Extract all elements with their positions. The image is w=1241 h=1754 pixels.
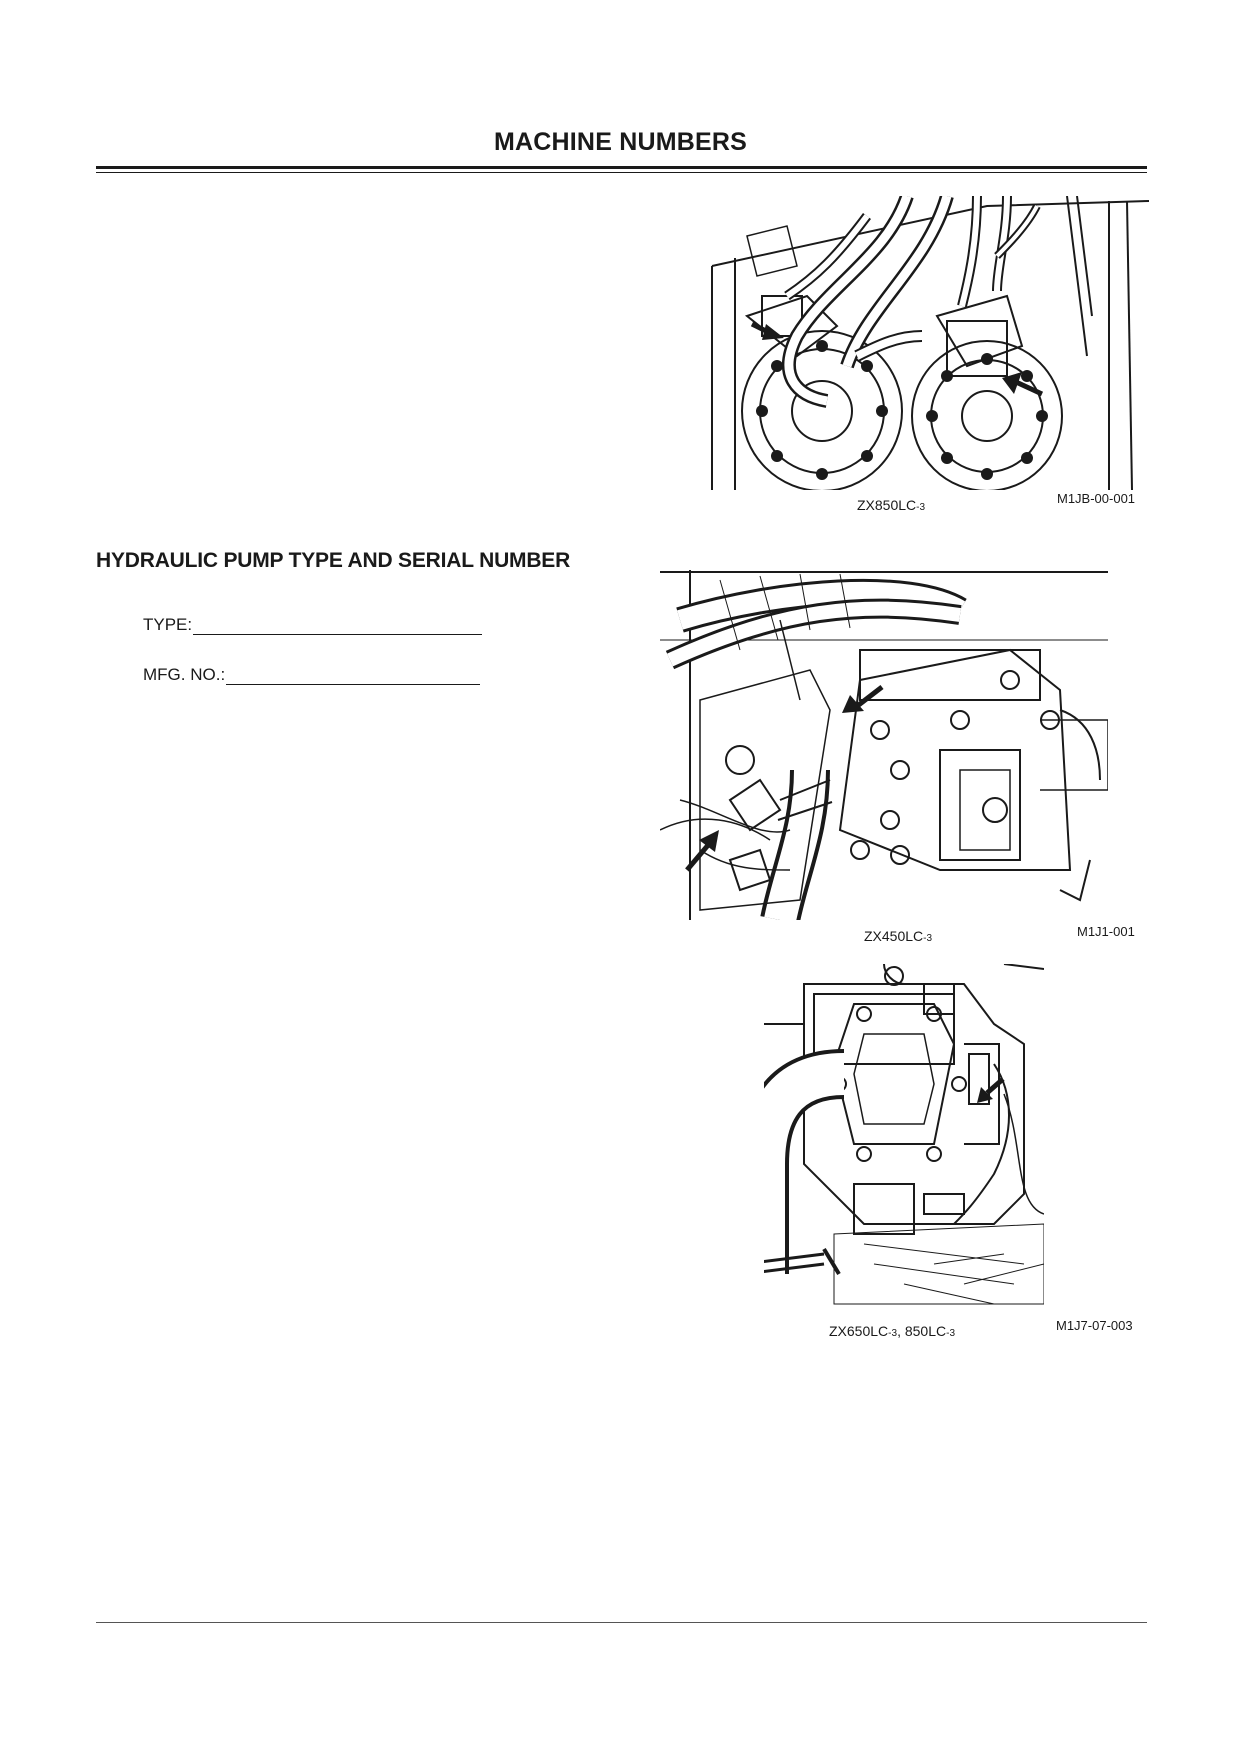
arrow-pointer-icon bbox=[842, 685, 884, 713]
figure-caption: ZX450LC-3 bbox=[864, 928, 932, 944]
caption-model: ZX650LC bbox=[829, 1323, 889, 1339]
caption-suffix-2: -3 bbox=[946, 1328, 956, 1339]
figure-id: M1J1-001 bbox=[1077, 924, 1135, 939]
type-field[interactable]: TYPE: bbox=[143, 615, 483, 635]
footer-rule bbox=[96, 1622, 1147, 1623]
arrow-pointer-icon bbox=[1002, 372, 1044, 397]
section-heading: HYDRAULIC PUMP TYPE AND SERIAL NUMBER bbox=[96, 549, 571, 572]
figure-caption: ZX650LC-3, 850LC-3 bbox=[829, 1323, 955, 1339]
caption-suffix: -3 bbox=[923, 933, 933, 944]
field-label: TYPE: bbox=[143, 615, 193, 634]
figure-id: M1JB-00-001 bbox=[1057, 491, 1136, 506]
field-label: MFG. NO.: bbox=[143, 665, 226, 684]
caption-model: ZX450LC bbox=[864, 928, 924, 944]
arrow-pointer-icon bbox=[750, 321, 784, 340]
arrow-pointer-icon bbox=[685, 830, 719, 872]
title-rule-thick bbox=[96, 166, 1147, 169]
caption-model: ZX850LC bbox=[857, 497, 917, 513]
caption-model-2: , 850LC bbox=[897, 1323, 947, 1339]
title-rule-thin bbox=[96, 172, 1147, 173]
figure-zx450-hydraulic-pump bbox=[660, 570, 1108, 920]
figure-id: M1J7-07-003 bbox=[1056, 1318, 1133, 1333]
caption-suffix: -3 bbox=[888, 1328, 898, 1339]
type-blank-line[interactable] bbox=[193, 618, 483, 635]
page-title: MACHINE NUMBERS bbox=[494, 128, 747, 156]
figure-zx650-850-hydraulic-pump bbox=[764, 964, 1044, 1316]
mfg-no-field[interactable]: MFG. NO.: bbox=[143, 665, 481, 685]
arrow-pointer-icon bbox=[977, 1077, 1005, 1103]
figure-zx850-travel-motors bbox=[707, 196, 1149, 490]
mfg-no-blank-line[interactable] bbox=[226, 668, 481, 685]
caption-suffix: -3 bbox=[916, 502, 926, 513]
figure-caption: ZX850LC-3 bbox=[857, 497, 925, 513]
